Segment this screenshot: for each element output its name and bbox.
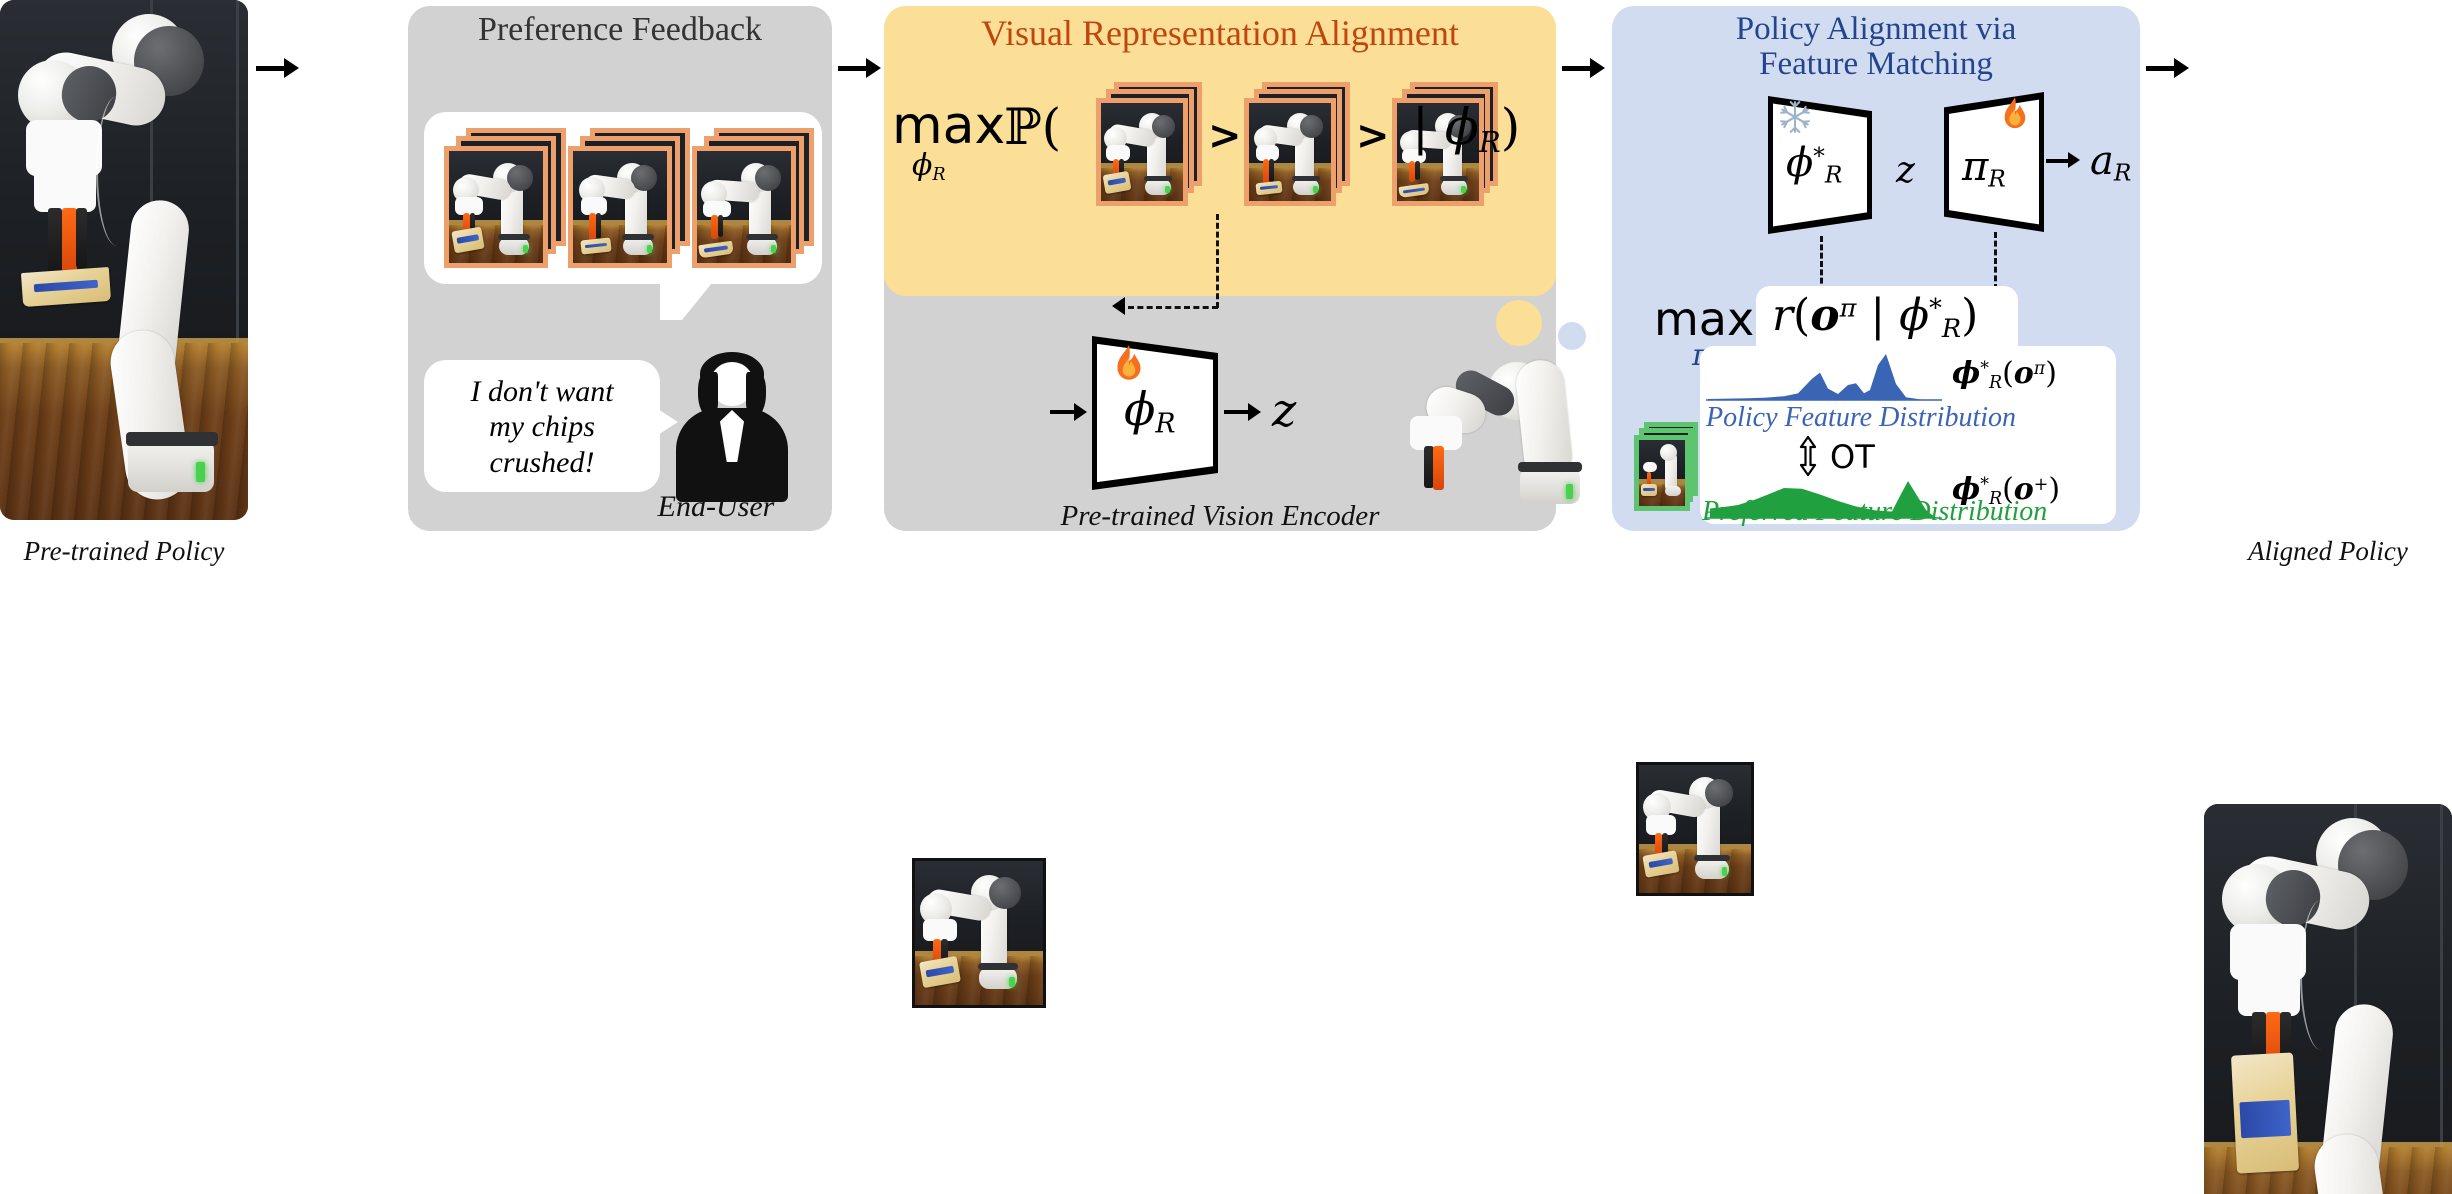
trajectory-frame [692,146,796,268]
policy-label: πR [1962,144,2006,193]
snowflake-icon [1778,100,1812,134]
frozen-encoder-label: ϕ*R [1786,140,1843,189]
bubble-tail [660,278,716,320]
max-label: max [892,96,1006,156]
decorative-robot-arm [1380,300,1600,530]
arrow-2 [838,58,882,78]
policy-alignment-title: Policy Alignment via Feature Matching [1735,11,2017,82]
policy-feedback-connector-v2 [1994,232,1997,290]
trajectory-stack-b [568,128,692,268]
preferred-distribution-math-label: ϕ*R(o+) [1952,472,2061,509]
optimal-transport-label: OT [1830,438,1875,476]
objective-to-encoder-connector-h [1128,306,1218,309]
double-arrow-vertical-icon [1796,435,1820,477]
photo-wall-seam [150,0,153,344]
preferred-distribution-label: Preferred Feature Distribution [1702,496,2048,527]
trajectory-frame [568,146,672,268]
end-user-avatar [664,352,800,502]
aligned-policy-image [2204,804,2452,1194]
preferred-observation-stack [1634,422,1702,514]
arrow-1 [256,58,300,78]
chips-bag-upright [2230,1052,2300,1174]
pretrained-policy-image [0,0,248,520]
photo-wall-seam [236,0,239,344]
user-bubble-tail [650,404,678,440]
policy-distribution-label: Policy Feature Distribution [1706,402,2017,433]
aligned-policy-caption: Aligned Policy [2248,536,2408,566]
action-label: aR [2090,138,2132,187]
close-paren: ) [1500,98,1521,156]
encoder-latent-label: z [1272,383,1297,437]
prob-glyph: ℙ [1004,98,1042,156]
flame-icon [1112,344,1146,386]
encoder-connector-arrowhead [1112,297,1125,315]
objective-to-encoder-connector-v [1216,214,1219,308]
chips-bag [20,266,112,308]
visual-alignment-title: Visual Representation Alignment [981,13,1459,53]
robot-arm [0,0,248,520]
trajectory-stack-a [444,128,568,268]
user-preference-text: I don't want my chips crushed! [470,375,614,479]
objective-operator-2: > [1356,112,1390,159]
preference-feedback-title: Preference Feedback [477,11,763,48]
flame-icon [2000,96,2030,134]
objective-stack-a [1096,82,1206,206]
objective-stack-b [1244,82,1354,206]
objective-operator-1: > [1208,112,1242,159]
preferred-feature-distribution-chart [1706,478,1942,520]
policy-max-operator: max [1654,292,1755,346]
open-paren: ( [1041,98,1062,156]
user-speech-bubble [424,360,660,492]
conditional-bar: | [1412,98,1429,156]
pretrained-policy-caption: Pre-trained Policy [23,536,225,566]
probability-symbol: ℙ( [1004,98,1061,156]
reward-expression-card [1756,286,2018,348]
encoder-input-arrow [1050,403,1090,421]
arrow-4 [2146,58,2190,78]
vision-encoder-block [1092,336,1218,490]
end-user-caption: End-User [657,490,775,523]
policy-distribution-math-label: ϕ*R(oπ) [1952,356,2057,393]
policy-latent-label: z [1896,150,1915,191]
arrow-3 [1562,58,1606,78]
vision-encoder-caption: Pre-trained Vision Encoder [1060,500,1380,532]
trajectory-stack-c [692,128,816,268]
max-operator: max [892,96,1005,156]
conditional-bar-and-phi: | ϕR) [1412,98,1521,160]
encoder-label: ϕR [1124,382,1176,440]
max-subscript-phi: ϕR [912,148,946,185]
frozen-encoder-block [1768,96,1872,234]
objective-stack-c [1392,82,1502,206]
trajectory-frame [444,146,548,268]
action-arrow [2046,152,2084,170]
encoder-output-arrow [1224,403,1264,421]
encoder-input-image [912,858,1046,1008]
policy-feature-distribution-chart [1706,352,1942,402]
reward-expression: r(oπ | ϕ*R) [1772,290,1979,345]
policy-input-image [1636,762,1754,896]
policy-feedback-connector-v [1820,236,1823,292]
